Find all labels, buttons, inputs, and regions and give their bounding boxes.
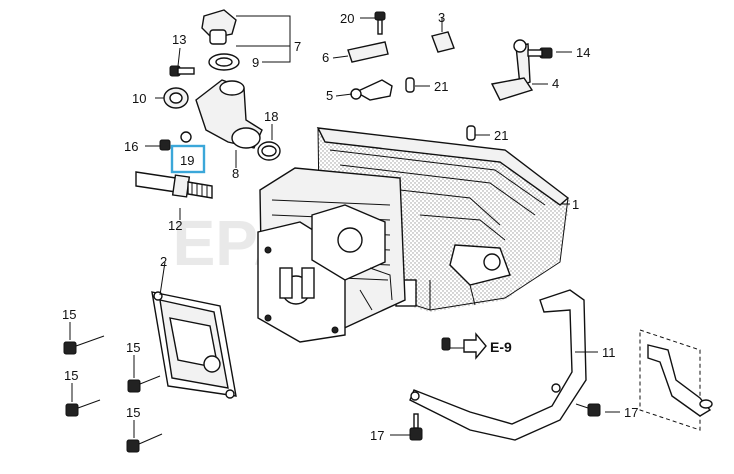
reference-label: E-9 (490, 339, 512, 355)
callout-17-left[interactable]: 17 (370, 428, 384, 443)
head-cover (151, 291, 237, 399)
bolts (63, 335, 601, 453)
callout-15-mid[interactable]: 15 (126, 340, 140, 355)
callout-15-left[interactable]: 15 (64, 368, 78, 383)
callout-1[interactable]: 1 (572, 197, 579, 212)
leader-lines (69, 15, 620, 438)
cylinder-head (257, 167, 406, 343)
callout-3[interactable]: 3 (438, 10, 445, 25)
small-parts (347, 11, 553, 141)
callout-19[interactable]: 19 (180, 153, 194, 168)
callout-15-bottom[interactable]: 15 (126, 405, 140, 420)
callout-11[interactable]: 11 (602, 345, 616, 360)
callout-10[interactable]: 10 (132, 91, 146, 106)
callout-9[interactable]: 9 (252, 55, 259, 70)
bracket (409, 289, 713, 441)
callout-labels: 1 2 3 4 5 6 7 8 9 10 11 12 13 14 15 15 1… (62, 10, 638, 443)
callout-21-bottom[interactable]: 21 (494, 128, 508, 143)
reference-arrow[interactable]: E-9 (463, 332, 512, 360)
callout-20[interactable]: 20 (340, 11, 354, 26)
callout-13[interactable]: 13 (172, 32, 186, 47)
callout-18[interactable]: 18 (264, 109, 278, 124)
callout-17-right[interactable]: 17 (624, 405, 638, 420)
callout-8[interactable]: 8 (232, 166, 239, 181)
callout-15-top[interactable]: 15 (62, 307, 76, 322)
callout-16[interactable]: 16 (124, 139, 138, 154)
callout-2[interactable]: 2 (160, 254, 167, 269)
callout-21-top[interactable]: 21 (434, 79, 448, 94)
callout-6[interactable]: 6 (322, 50, 329, 65)
callout-12[interactable]: 12 (168, 218, 182, 233)
callout-5[interactable]: 5 (326, 88, 333, 103)
spark-plug (135, 171, 213, 199)
callout-19-highlight (170, 144, 206, 174)
callout-7[interactable]: 7 (294, 39, 301, 54)
callout-4[interactable]: 4 (552, 76, 559, 91)
callout-14[interactable]: 14 (576, 45, 590, 60)
intake-parts (159, 9, 281, 161)
